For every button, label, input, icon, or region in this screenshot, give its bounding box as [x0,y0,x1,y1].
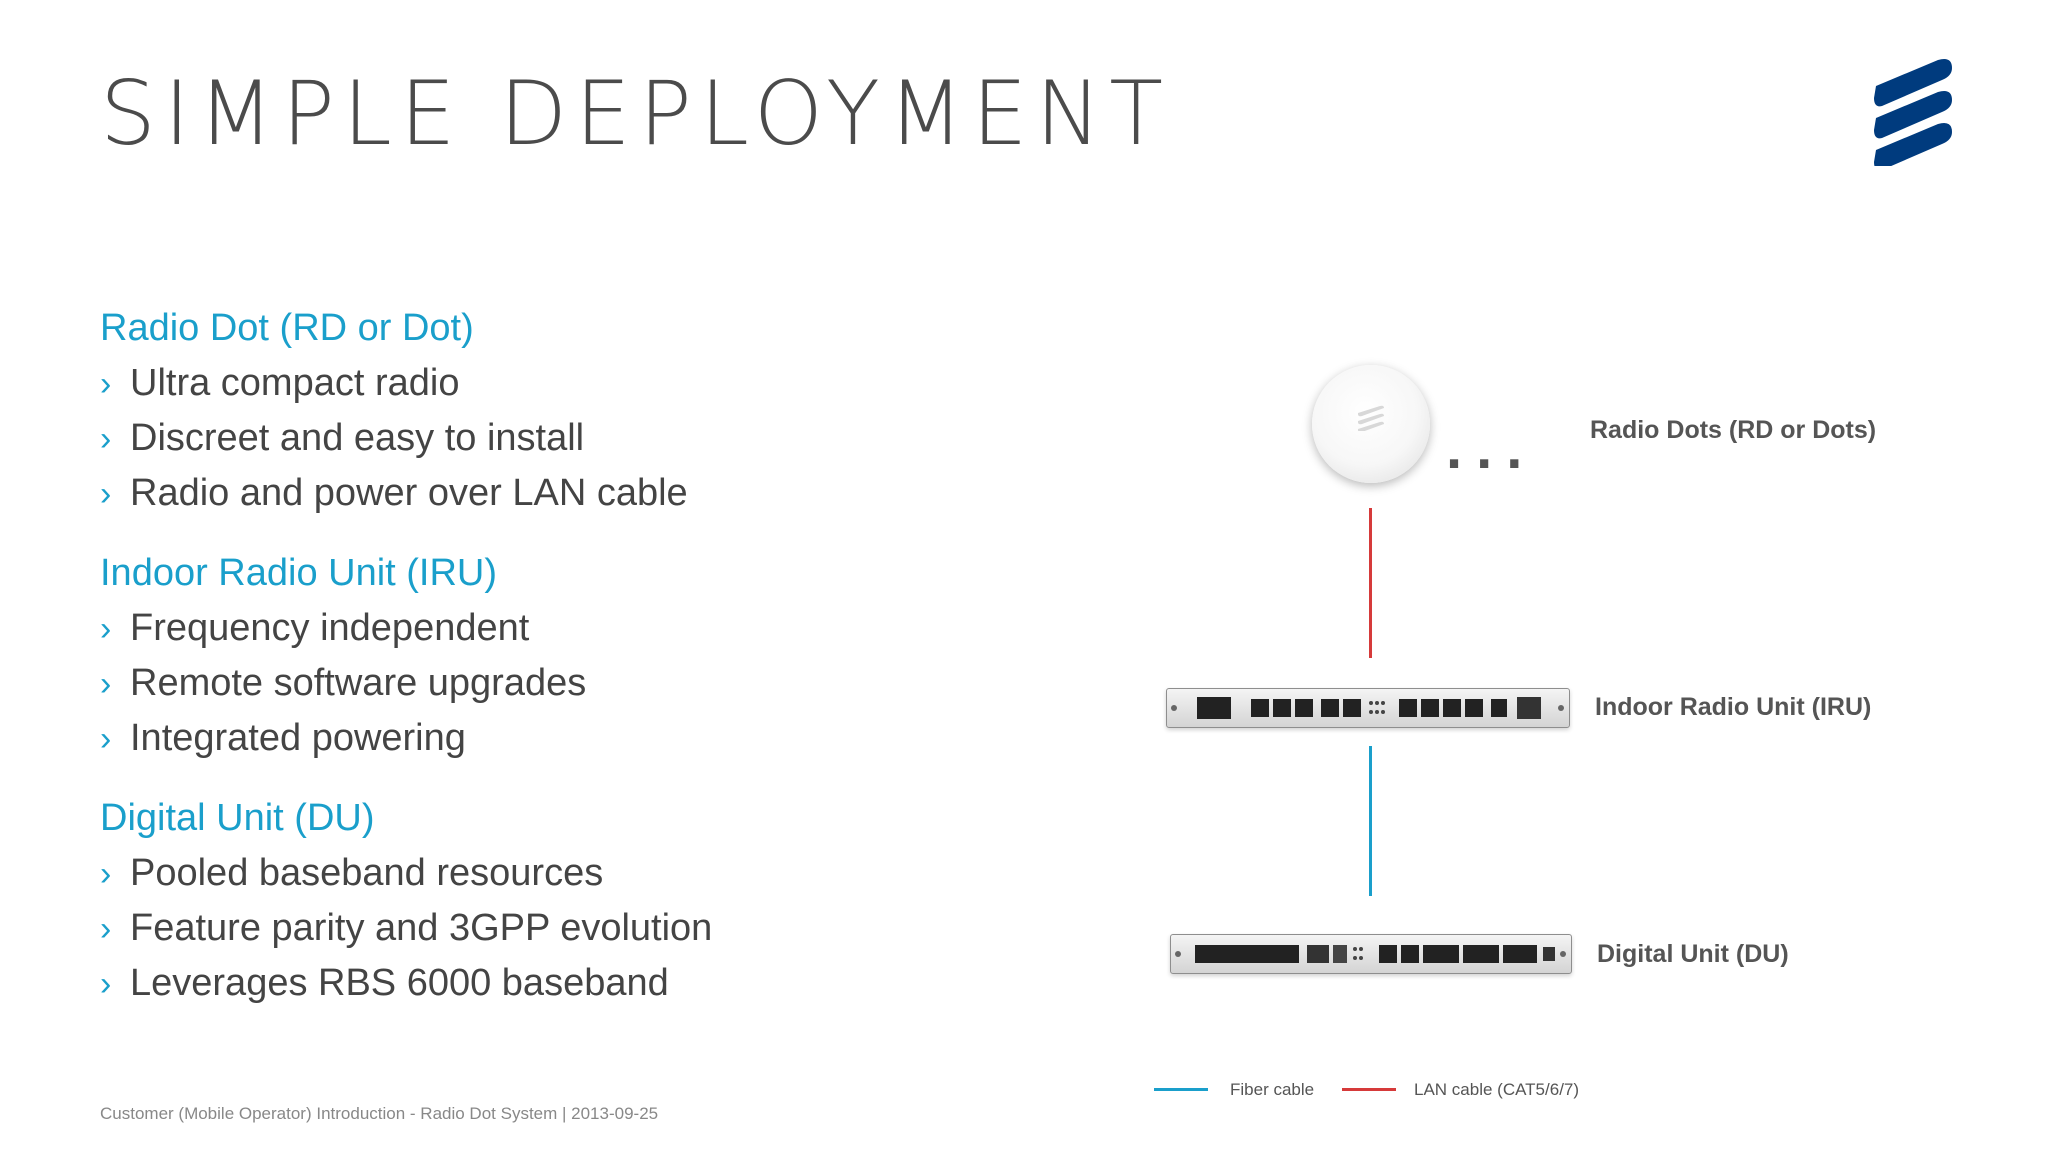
du-label: Digital Unit (DU) [1597,940,1789,968]
list-item-text: Remote software upgrades [130,662,587,704]
list-item-text: Radio and power over LAN cable [130,472,688,514]
list-item: › Integrated powering [100,711,980,766]
chevron-right-icon: › [100,665,112,703]
iru-label: Indoor Radio Unit (IRU) [1595,693,1872,721]
more-dots-ellipsis: ... [1446,416,1537,481]
section-digital-unit: Digital Unit (DU) › Pooled baseband resou… [100,790,980,1011]
list-item: › Discreet and easy to install [100,411,980,466]
chevron-right-icon: › [100,610,112,648]
list-item: › Pooled baseband resources [100,846,980,901]
rack-unit-icon [1171,697,1564,719]
chevron-right-icon: › [100,965,112,1003]
section-indoor-radio-unit: Indoor Radio Unit (IRU) › Frequency indep… [100,545,980,766]
list-item: › Frequency independent [100,601,980,656]
section-heading: Indoor Radio Unit (IRU) [100,552,498,594]
list-item: › Feature parity and 3GPP evolution [100,901,980,956]
list-item-text: Pooled baseband resources [130,852,604,894]
indoor-radio-unit-device [1166,688,1570,728]
digital-unit-device [1170,934,1572,974]
chevron-right-icon: › [100,420,112,458]
ericsson-logo-icon [1874,59,1952,166]
deployment-diagram: ... Radio Dots (RD or Dots) [1140,350,2000,1130]
list-item: › Remote software upgrades [100,656,980,711]
lan-legend-swatch [1342,1088,1396,1091]
ericsson-logo-icon [1358,405,1384,431]
list-item: › Ultra compact radio [100,356,980,411]
cable-legend: Fiber cable LAN cable (CAT5/6/7) [1154,1080,1614,1110]
list-item-text: Integrated powering [130,717,466,759]
slide-title: SIMPLE DEPLOYMENT [100,62,1172,165]
fiber-legend-swatch [1154,1088,1208,1091]
section-radio-dot: Radio Dot (RD or Dot) › Ultra compact rad… [100,300,980,521]
slide-footer: Customer (Mobile Operator) Introduction … [100,1104,659,1123]
fiber-cable-line [1369,746,1372,896]
radio-dots-label: Radio Dots (RD or Dots) [1590,416,1877,444]
list-item-text: Ultra compact radio [130,362,460,404]
chevron-right-icon: › [100,720,112,758]
chevron-right-icon: › [100,475,112,513]
chevron-right-icon: › [100,910,112,948]
rack-unit-icon [1175,945,1566,963]
list-item-text: Frequency independent [130,607,530,649]
section-heading: Digital Unit (DU) [100,797,375,839]
fiber-legend-label: Fiber cable [1230,1080,1315,1099]
list-item-text: Leverages RBS 6000 baseband [130,962,669,1004]
list-item-text: Discreet and easy to install [130,417,585,459]
section-heading: Radio Dot (RD or Dot) [100,307,474,349]
chevron-right-icon: › [100,365,112,403]
list-item: › Leverages RBS 6000 baseband [100,956,980,1011]
lan-cable-line [1369,508,1372,658]
chevron-right-icon: › [100,855,112,893]
bullet-list: Radio Dot (RD or Dot) › Ultra compact rad… [100,300,980,1035]
lan-legend-label: LAN cable (CAT5/6/7) [1414,1080,1580,1099]
radio-dot-device-icon [1312,365,1430,483]
list-item: › Radio and power over LAN cable [100,466,980,521]
list-item-text: Feature parity and 3GPP evolution [130,907,713,949]
